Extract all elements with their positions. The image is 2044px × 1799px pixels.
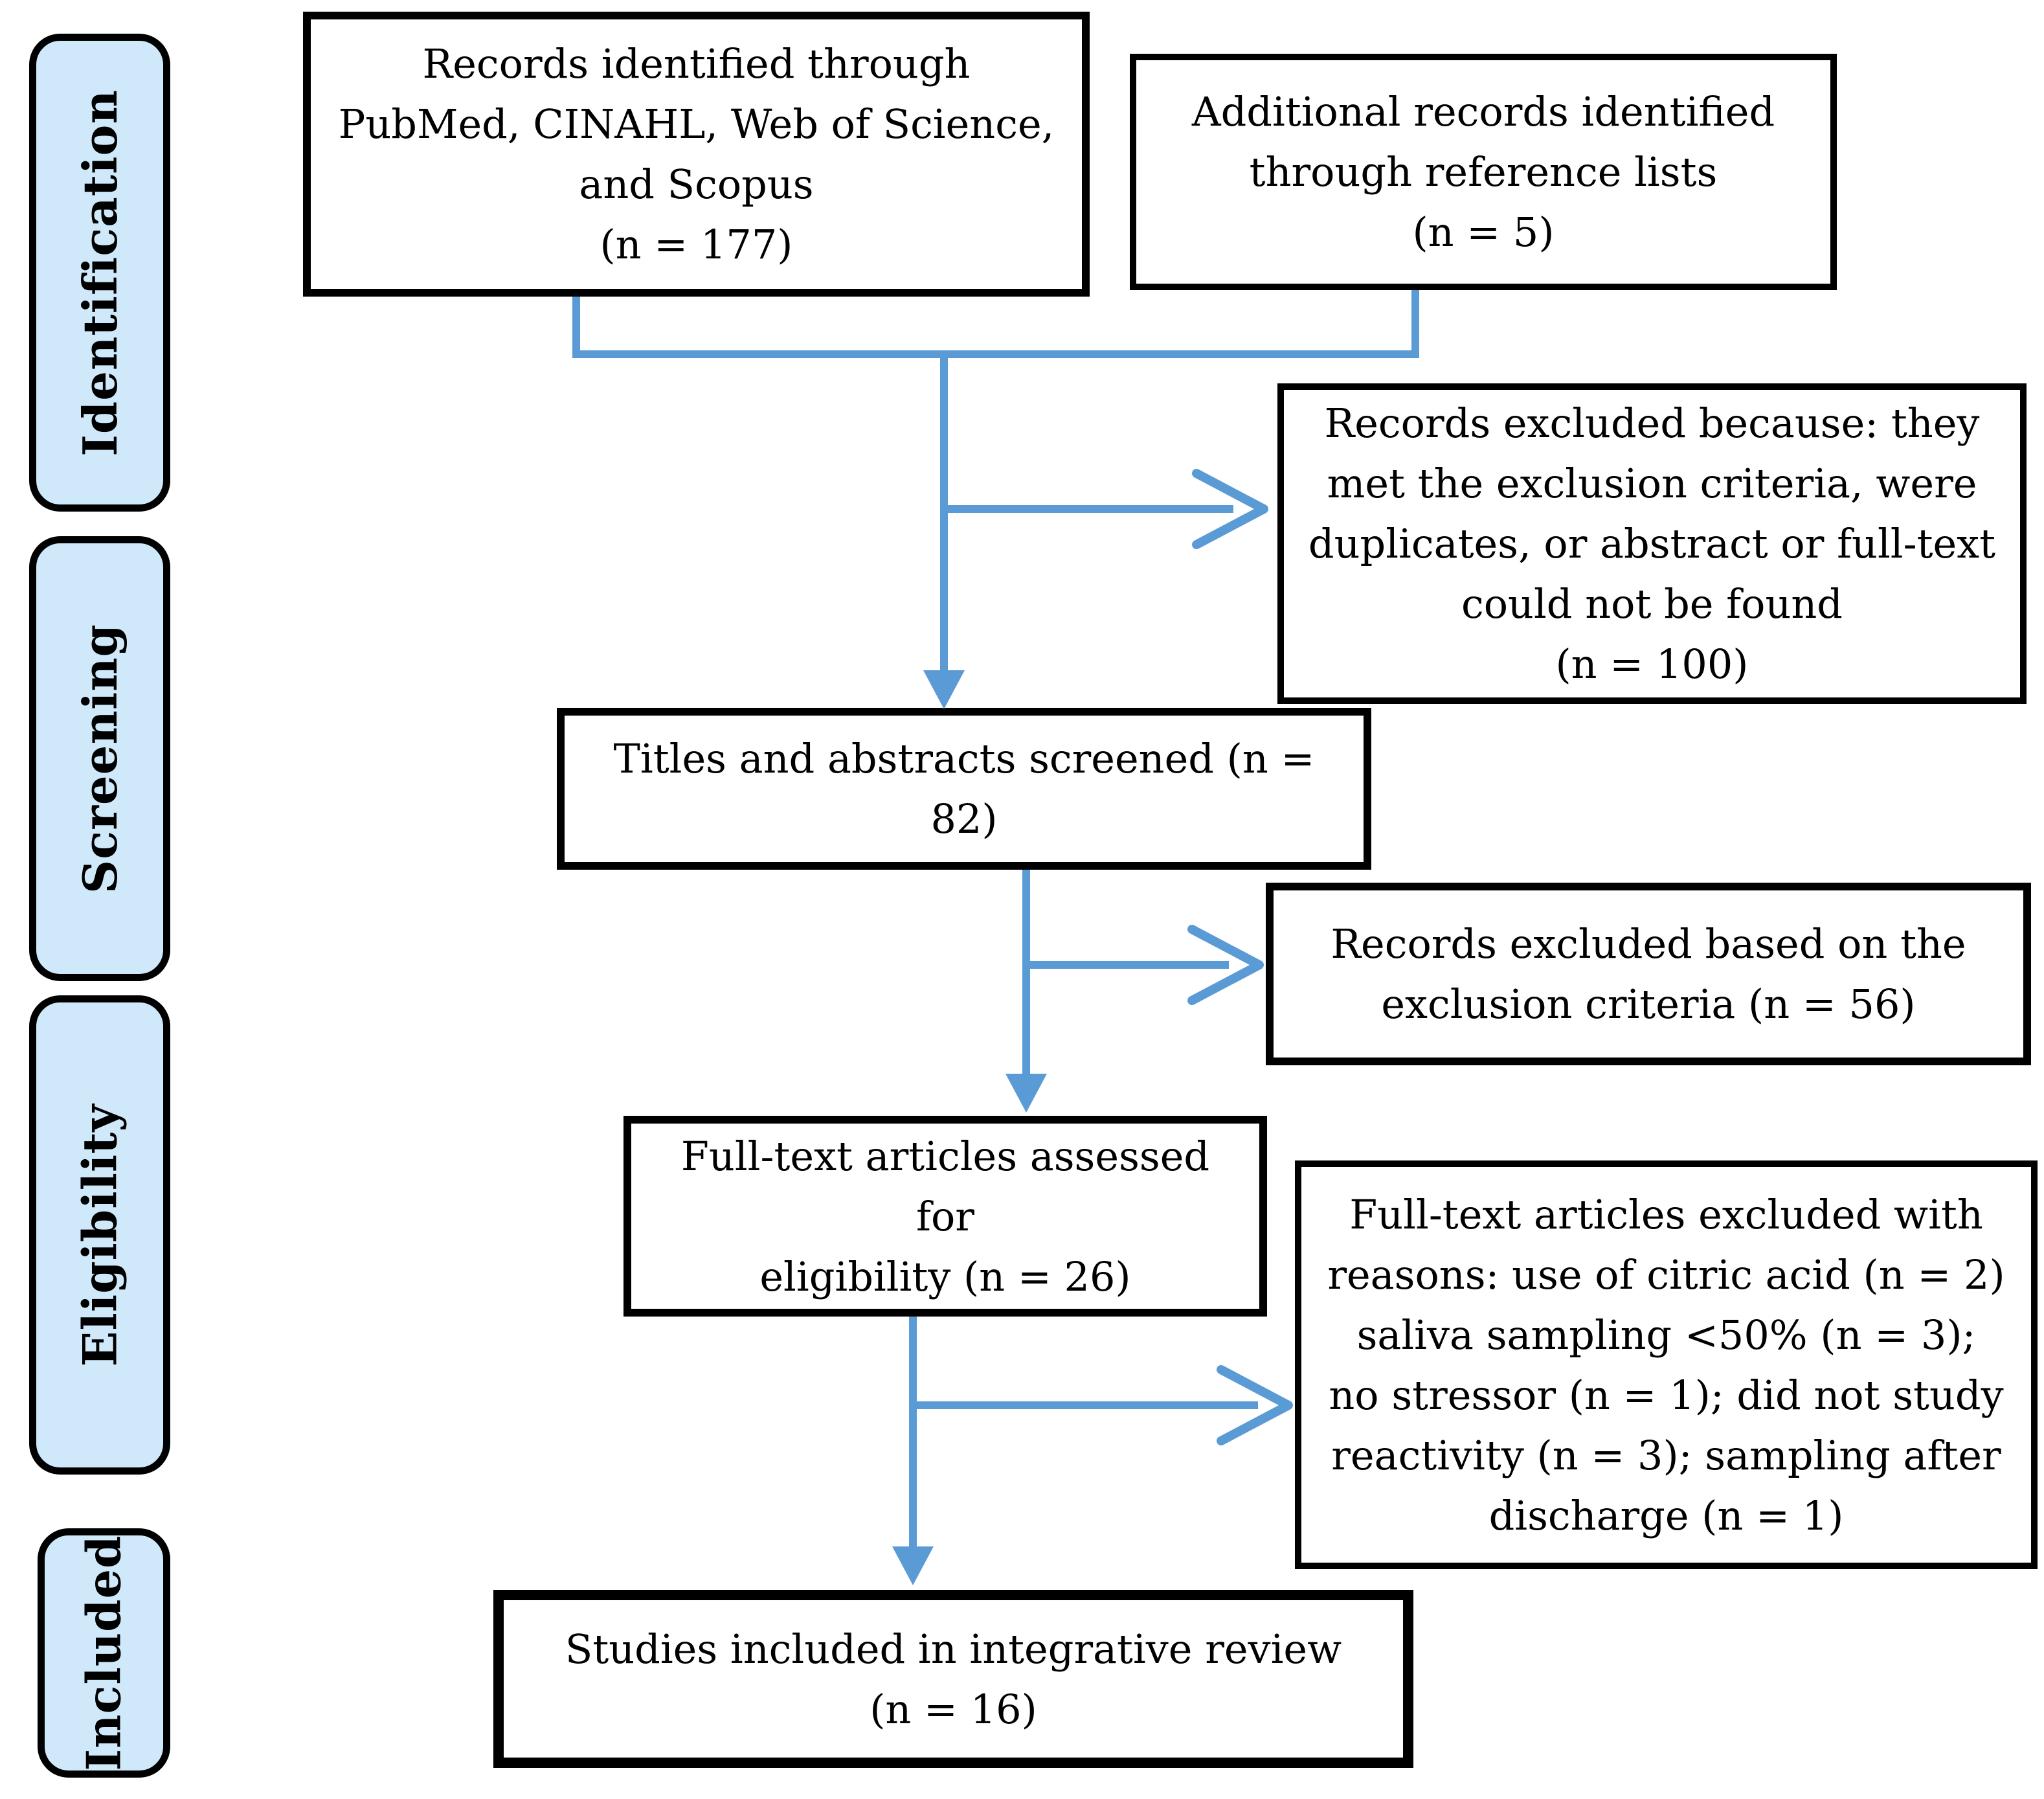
box-additional-records-text: Additional records identified through re…: [1191, 88, 1775, 256]
arrowhead-to-excluded-initial: [1192, 469, 1268, 549]
phase-label-screening: Screening: [72, 624, 128, 894]
phase-label-identification: Identification: [72, 89, 128, 457]
box-studies-included-text: Studies included in integrative review (…: [565, 1625, 1342, 1733]
box-fulltext-assessed: Full-text articles assessed for eligibil…: [623, 1116, 1267, 1317]
arrowhead-to-excluded-screening: [1187, 925, 1264, 1005]
box-records-excluded-screening: Records excluded based on the exclusion …: [1266, 883, 2031, 1065]
arrowhead-to-included: [892, 1546, 934, 1585]
sidebar-phase-included: Included: [38, 1528, 170, 1778]
box-records-identified: Records identified through PubMed, CINAH…: [303, 12, 1090, 297]
box-titles-abstracts-screened-text: Titles and abstracts screened (n = 82): [613, 735, 1315, 843]
phase-label-eligibility: Eligibility: [72, 1103, 128, 1366]
box-records-excluded-initial: Records excluded because: they met the e…: [1277, 383, 2027, 704]
arrowhead-to-fulltext: [1005, 1074, 1047, 1113]
sidebar-phase-screening: Screening: [29, 536, 170, 981]
box-fulltext-assessed-text: Full-text articles assessed for eligibil…: [680, 1132, 1210, 1300]
box-records-excluded-initial-text: Records excluded because: they met the e…: [1308, 400, 1996, 688]
arrowhead-to-screened: [923, 670, 965, 709]
box-fulltext-excluded: Full-text articles excluded with reasons…: [1295, 1160, 2038, 1569]
sidebar-phase-identification: Identification: [29, 34, 170, 512]
phase-label-included: Included: [76, 1535, 131, 1771]
box-records-excluded-screening-text: Records excluded based on the exclusion …: [1331, 920, 1966, 1028]
arrowhead-to-excluded-fulltext: [1217, 1365, 1293, 1445]
box-records-identified-text: Records identified through PubMed, CINAH…: [338, 40, 1055, 268]
box-fulltext-excluded-text: Full-text articles excluded with reasons…: [1327, 1190, 2005, 1539]
sidebar-phase-eligibility: Eligibility: [29, 995, 170, 1475]
box-studies-included: Studies included in integrative review (…: [493, 1590, 1413, 1768]
box-titles-abstracts-screened: Titles and abstracts screened (n = 82): [557, 708, 1371, 870]
box-additional-records: Additional records identified through re…: [1130, 54, 1837, 290]
